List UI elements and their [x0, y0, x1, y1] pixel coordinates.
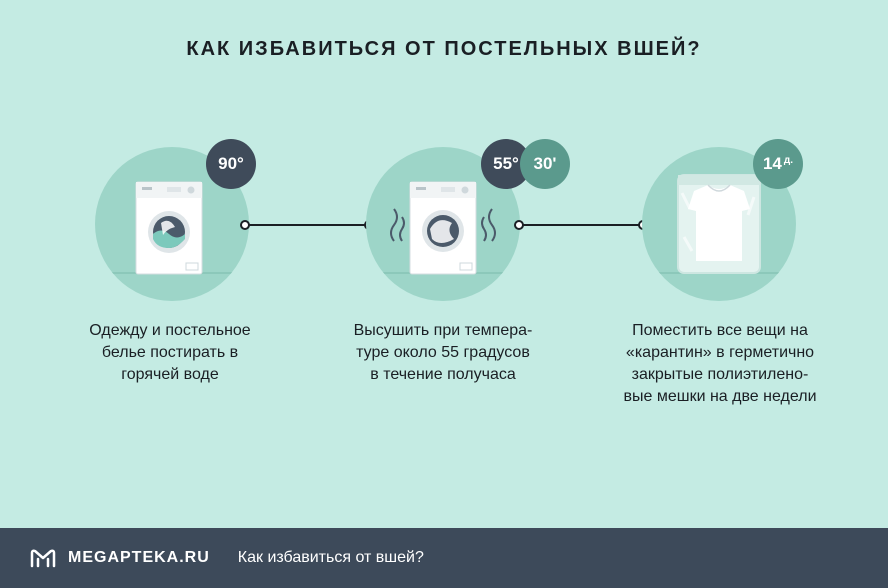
drying-machine-icon	[390, 181, 496, 275]
connector-dot	[514, 220, 524, 230]
step-1-circle	[95, 147, 249, 301]
megapteka-logo-icon	[30, 549, 56, 568]
step-3-caption: Поместить все вещи на «карантин» в герме…	[623, 322, 817, 405]
washing-machine-icon	[135, 181, 203, 275]
article-link[interactable]: Как избавиться от вшей?	[237, 549, 424, 566]
step-2-caption: Высушить при темпера- туре около 55 град…	[353, 322, 533, 383]
brand-link[interactable]: MEGAPTEKA.RU	[68, 549, 210, 566]
step-2-circle	[366, 147, 520, 301]
connector-line	[519, 224, 643, 226]
connector-line	[245, 224, 369, 226]
page-title: КАК ИЗБАВИТЬСЯ ОТ ПОСТЕЛЬНЫХ ВШЕЙ?	[186, 38, 702, 60]
time-badge: 30'	[520, 139, 570, 189]
connector-dot	[240, 220, 250, 230]
step-3-circle	[642, 147, 796, 301]
steps-infographic: 90° 55° 30'	[89, 139, 817, 405]
sealed-bag-shirt-icon	[677, 174, 761, 274]
step-1-caption: Одежду и постельное белье постирать в го…	[89, 322, 251, 383]
footer-bar: MEGAPTEKA.RU Как избавиться от вшей?	[0, 528, 888, 588]
temperature-badge: 90°	[206, 139, 256, 189]
